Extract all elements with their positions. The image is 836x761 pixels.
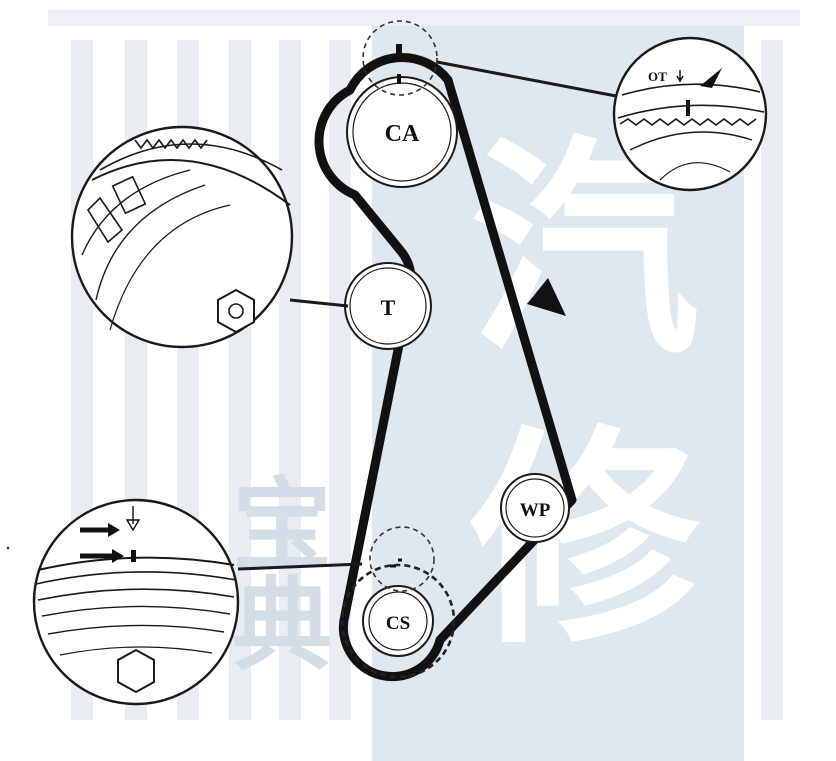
detail-tensioner bbox=[70, 125, 294, 349]
tdc-mark-label: OT bbox=[648, 69, 667, 84]
camshaft-timing-mark bbox=[362, 20, 438, 96]
arrow-down-icon bbox=[125, 506, 141, 532]
crankshaft-pulley-label: CS bbox=[386, 613, 410, 634]
watermark-top-band bbox=[48, 10, 800, 26]
camshaft-pulley: CA bbox=[346, 76, 458, 188]
detail-camshaft-mark: OT bbox=[612, 36, 768, 192]
water-pump-pulley-label: WP bbox=[520, 500, 551, 521]
water-pump-pulley: WP bbox=[500, 473, 570, 543]
timing-belt bbox=[314, 53, 577, 682]
crankshaft-pulley: CS bbox=[340, 563, 456, 679]
crankshaft-timing-mark bbox=[369, 526, 435, 592]
watermark-char: 典 bbox=[232, 567, 332, 684]
arrow-right-icon bbox=[112, 549, 124, 563]
arrow-right-icon bbox=[108, 523, 120, 537]
tensioner-pulley-label: T bbox=[381, 295, 396, 320]
rotation-direction-arrow bbox=[527, 278, 566, 316]
stray-dot bbox=[6, 546, 10, 550]
leader-lines bbox=[237, 60, 617, 571]
tensioner-pulley: T bbox=[344, 262, 432, 350]
detail-crankshaft bbox=[32, 498, 240, 706]
watermark-char: 修 bbox=[470, 408, 701, 675]
camshaft-pulley-label: CA bbox=[385, 121, 420, 147]
tdc-arrow-icon bbox=[700, 68, 722, 88]
